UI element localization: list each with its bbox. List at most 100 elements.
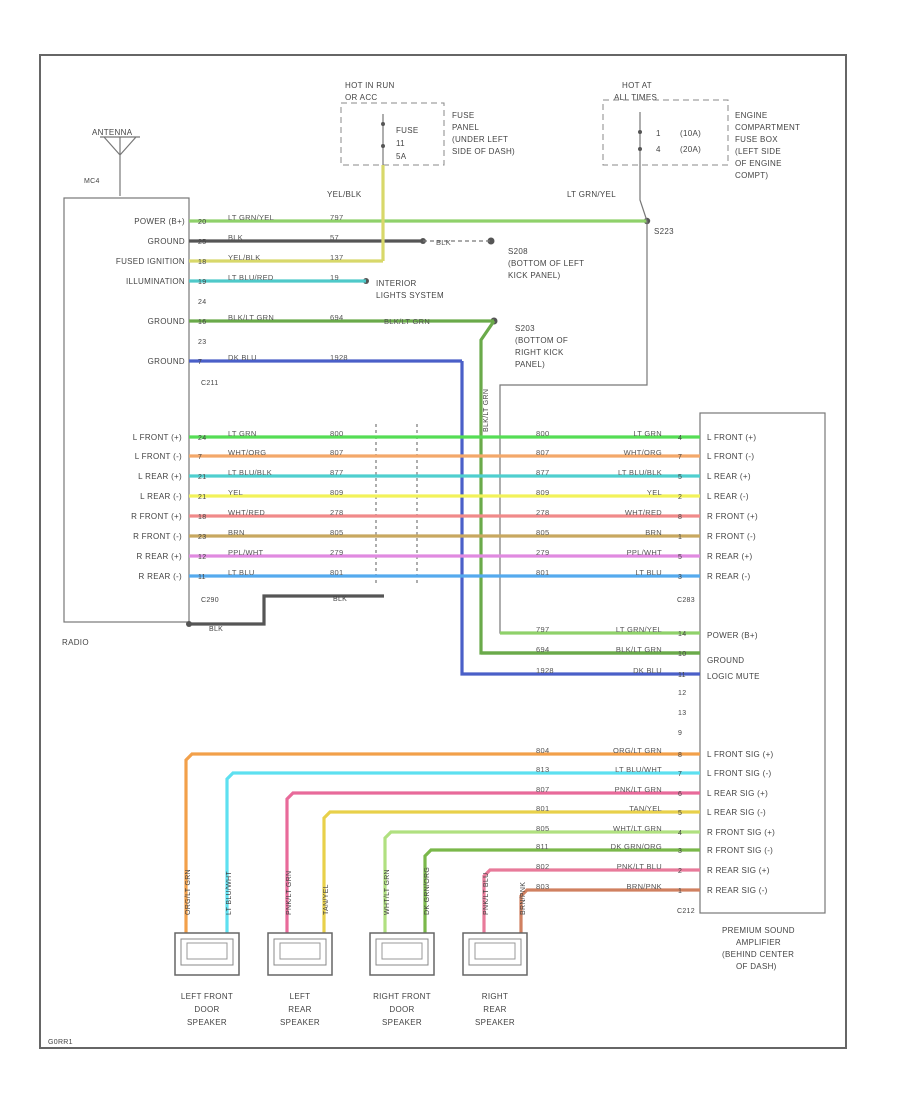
svg-text:OF ENGINE: OF ENGINE [735, 159, 782, 168]
wire-color-label: BLK [436, 238, 451, 247]
speaker-wire-label: PNK/LT BLU [483, 873, 490, 915]
amp-input-pin: 5 [678, 474, 682, 481]
engine-fuse-note: ENGINE COMPARTMENT FUSE BOX (LEFT SIDE O… [735, 111, 800, 180]
circuit-number: 807 [536, 785, 549, 794]
svg-text:ENGINE: ENGINE [735, 111, 767, 120]
amp-output-label: R FRONT SIG (-) [707, 846, 773, 855]
wire-color-label: PNK/LT GRN [615, 785, 662, 794]
wire-color-label: TAN/YEL [629, 804, 662, 813]
svg-text:PANEL: PANEL [452, 123, 479, 132]
circuit-number: 801 [536, 568, 549, 577]
wire-color-label: BLK/LT GRN [384, 317, 430, 326]
blk-low-1: BLK [333, 596, 347, 603]
wire-color-label: BLK [228, 233, 243, 242]
circuit-number: 278 [330, 508, 343, 517]
radio-pin-label: GROUND [148, 317, 185, 326]
amp-output-pin: 5 [678, 810, 682, 817]
amp-input-pin: 1 [678, 534, 682, 541]
svg-text:PREMIUM SOUND: PREMIUM SOUND [722, 926, 795, 935]
antenna-connector: MC4 [84, 178, 100, 185]
amp-input-label: L FRONT (+) [707, 433, 756, 442]
amp-input-pin: 7 [678, 454, 682, 461]
circuit-number: 797 [536, 625, 549, 634]
wire-color-label: YEL/BLK [228, 253, 261, 262]
wire-color-label: LT BLU [228, 568, 255, 577]
circuit-number: 805 [330, 528, 343, 537]
radio-speaker-pin: 11 [198, 574, 206, 581]
radio-speaker-pin-label: L FRONT (-) [135, 452, 182, 461]
svg-text:(UNDER LEFT: (UNDER LEFT [452, 135, 508, 144]
radio-speaker-pin: 18 [198, 514, 206, 521]
radio-pin-number: 7 [198, 359, 202, 366]
wire-color-label: LT BLU/RED [228, 273, 274, 282]
wire-color-label: BLK/LT GRN [228, 313, 274, 322]
amp-output-label: L FRONT SIG (+) [707, 750, 774, 759]
amp-input-pin: 5 [678, 554, 682, 561]
amp-input-pin: 8 [678, 514, 682, 521]
circuit-number: 19 [330, 273, 339, 282]
c290-label: C290 [201, 597, 219, 604]
circuit-number: 801 [536, 804, 549, 813]
circuit-number: 279 [536, 548, 549, 557]
amp-output-wire [285, 791, 700, 935]
amp-output-pin: 1 [678, 888, 682, 895]
circuit-number: 809 [330, 488, 343, 497]
amp-output-wire [225, 771, 700, 935]
circuit-number: 137 [330, 253, 343, 262]
svg-text:PANEL): PANEL) [515, 360, 545, 369]
amp-output-pin: 4 [678, 830, 682, 837]
svg-text:SIDE OF DASH): SIDE OF DASH) [452, 147, 515, 156]
c283-label: C283 [677, 597, 695, 604]
svg-text:(10A): (10A) [680, 129, 701, 138]
radio-pin-label: GROUND [148, 237, 185, 246]
radio-pin-number: 25 [198, 239, 206, 246]
radio-speaker-pin-label: L REAR (+) [138, 472, 182, 481]
antenna-label: ANTENNA [92, 128, 133, 137]
amp-power-pin: 9 [678, 730, 682, 737]
speaker-name: SPEAKER [187, 1018, 227, 1027]
wire-color-label: PPL/WHT [228, 548, 264, 557]
amp-power-pin: 12 [678, 690, 686, 697]
blk-low-2: BLK [209, 626, 223, 633]
amp-power-label: LOGIC MUTE [707, 672, 760, 681]
circuit-number: 694 [330, 313, 343, 322]
speaker-name: SPEAKER [280, 1018, 320, 1027]
amp-power-pin: 14 [678, 631, 686, 638]
speaker-wire-label: DK GRN/ORG [424, 867, 431, 915]
amp-input-label: L REAR (+) [707, 472, 751, 481]
wire-color-label: BRN [645, 528, 662, 537]
wire-color-label: YEL [647, 488, 662, 497]
hot-in-run-subtitle: OR ACC [345, 93, 377, 102]
speaker-name: DOOR [389, 1005, 414, 1014]
circuit-number: 877 [330, 468, 343, 477]
speaker-wire-label: LT BLU/WHT [226, 871, 233, 915]
amp-output-label: R REAR SIG (+) [707, 866, 770, 875]
wire-color-label: LT BLU/BLK [618, 468, 662, 477]
circuit-number: 802 [536, 862, 549, 871]
s203-vertical-label: BLK/LT GRN [483, 389, 490, 432]
amplifier-note: PREMIUM SOUND AMPLIFIER (BEHIND CENTER O… [722, 926, 795, 971]
circuit-number: 800 [330, 429, 343, 438]
circuit-number: 803 [536, 882, 549, 891]
circuit-number: 1928 [536, 666, 554, 675]
wire-color-label: BRN/PNK [627, 882, 662, 891]
amp-output-wire [322, 810, 700, 935]
circuit-number: 797 [330, 213, 343, 222]
circuit-number: 801 [330, 568, 343, 577]
fuse-label: FUSE [396, 126, 419, 135]
amp-input-label: R FRONT (-) [707, 532, 756, 541]
speaker-name: SPEAKER [475, 1018, 515, 1027]
wire-color-label: YEL [228, 488, 243, 497]
yel-blk-label: YEL/BLK [327, 190, 362, 199]
amp-power-label: GROUND [707, 656, 744, 665]
amp-input-pin: 3 [678, 574, 682, 581]
c212-label: C212 [677, 908, 695, 915]
amp-output-label: R REAR SIG (-) [707, 886, 768, 895]
wire-color-label: WHT/ORG [228, 448, 266, 457]
svg-text:INTERIOR: INTERIOR [376, 279, 417, 288]
s208-label: S208 [508, 247, 528, 256]
amp-input-pin: 4 [678, 435, 682, 442]
antenna: ANTENNA MC4 [84, 128, 140, 196]
